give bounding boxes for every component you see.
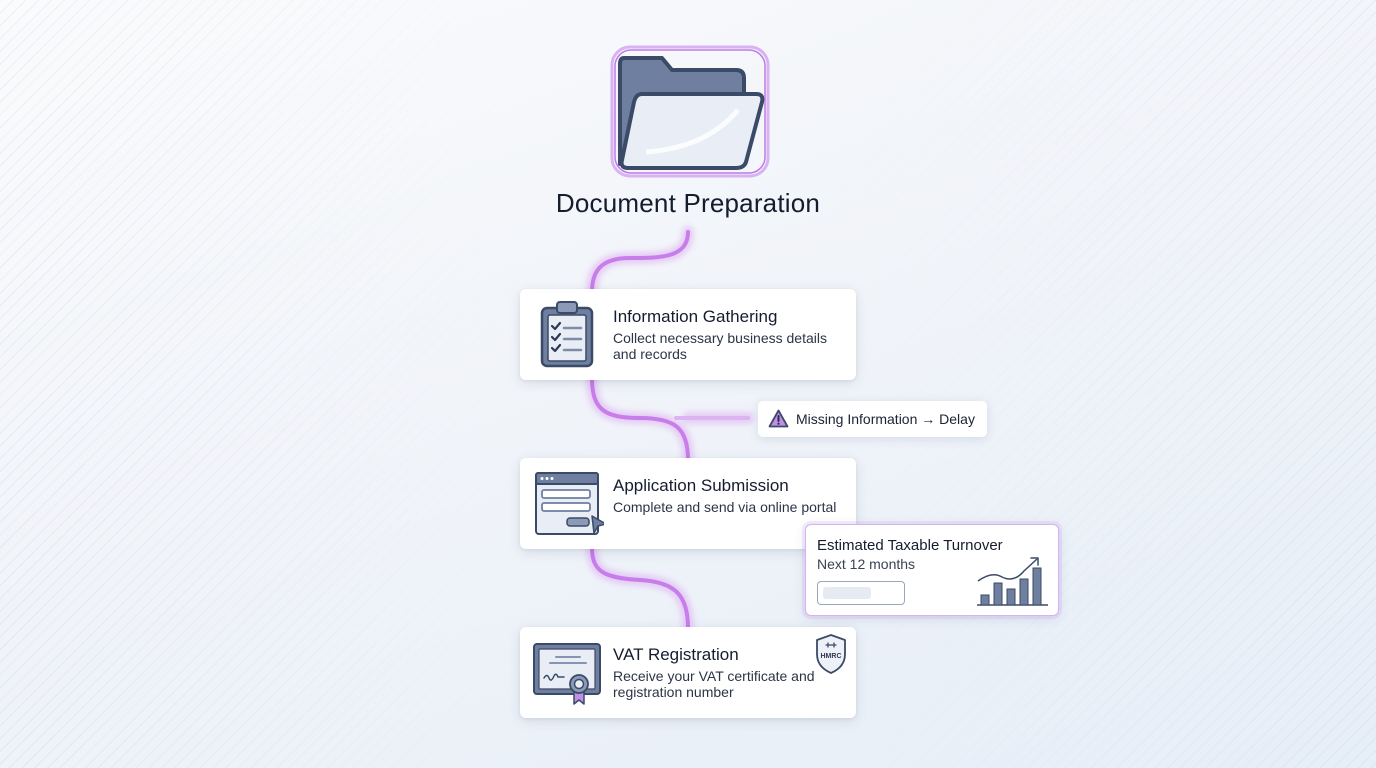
hmrc-shield-icon: HMRC xyxy=(814,633,848,675)
step-description: Collect necessary business details and r… xyxy=(613,330,827,362)
estimated-turnover-panel: Estimated Taxable Turnover Next 12 month… xyxy=(805,524,1059,616)
turnover-input-field[interactable] xyxy=(817,581,905,605)
step-description: Complete and send via online portal xyxy=(613,499,837,515)
seal-text: HMRC xyxy=(821,653,842,660)
input-placeholder-bar xyxy=(823,587,871,599)
turnover-title: Estimated Taxable Turnover xyxy=(817,537,1003,554)
step-title: VAT Registration xyxy=(613,645,739,664)
open-folder-icon xyxy=(606,44,774,180)
missing-information-warning: Missing Information → Delay xyxy=(758,401,987,437)
warning-text: Missing Information → Delay xyxy=(796,411,975,427)
connector-line xyxy=(590,230,750,630)
diagram-title: Document Preparation xyxy=(555,188,821,218)
bar-chart-trend-icon xyxy=(974,553,1050,609)
step-title: Application Submission xyxy=(613,476,789,495)
clipboard-checklist-icon xyxy=(532,299,604,371)
turnover-subtitle: Next 12 months xyxy=(817,556,916,572)
step-card-application-submission: Application Submission Complete and send… xyxy=(520,458,856,549)
step-card-vat-registration: VAT Registration Receive your VAT certif… xyxy=(520,627,856,718)
warning-triangle-icon xyxy=(768,409,789,428)
step-card-information-gathering: Information Gathering Collect necessary … xyxy=(520,289,856,380)
certificate-icon xyxy=(532,637,604,709)
browser-form-icon xyxy=(532,468,607,540)
step-title: Information Gathering xyxy=(613,307,778,326)
step-description: Receive your VAT certificate and registr… xyxy=(613,668,815,700)
